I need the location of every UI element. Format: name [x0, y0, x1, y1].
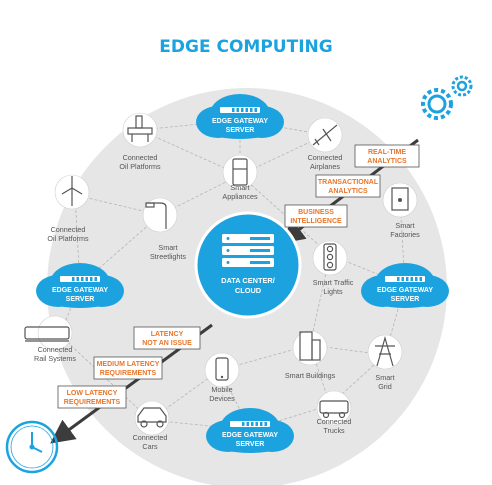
- gateway-label-line1: EDGE GATEWAY: [52, 287, 108, 294]
- device-buildings: Smart Buildings: [285, 330, 336, 380]
- data-center-node: DATA CENTER/ CLOUD: [194, 211, 302, 319]
- data-center-label-line2: CLOUD: [235, 286, 262, 295]
- device-label-line1: Smart: [375, 373, 394, 382]
- server-rack-icon: [222, 234, 274, 267]
- device-label-line1: Connected: [38, 345, 73, 354]
- gateway-label-line2: SERVER: [236, 441, 265, 448]
- label-real-time-analytics: REAL-TIME ANALYTICS: [354, 144, 420, 168]
- low-line2: REQUIREMENTS: [64, 399, 121, 406]
- low-line1: LOW LATENCY: [67, 390, 118, 397]
- building-icon: [292, 330, 328, 366]
- medium-line1: MEDIUM LATENCY: [97, 361, 160, 368]
- oil-platform-icon: [122, 112, 158, 148]
- train-icon: [24, 315, 73, 351]
- device-label-line1: Connected: [133, 433, 168, 442]
- power-tower-icon: [367, 334, 403, 370]
- gateway-server-icon: [230, 421, 270, 427]
- real-time-line1: REAL-TIME: [368, 149, 406, 156]
- device-label-line1: Connected: [308, 153, 343, 162]
- traffic-light-icon: [312, 240, 348, 276]
- gateway-right: EDGE GATEWAY SERVER: [361, 263, 449, 308]
- wind-turbine-icon: [54, 174, 90, 210]
- gateway-label-line1: EDGE GATEWAY: [222, 432, 278, 439]
- business-line2: INTELLIGENCE: [290, 218, 342, 225]
- page-title: EDGE COMPUTING: [159, 37, 332, 57]
- clock-icon: [5, 420, 59, 474]
- medium-line2: REQUIREMENTS: [100, 370, 157, 377]
- device-label-line2: Streetlights: [150, 252, 186, 261]
- gateway-label-line2: SERVER: [66, 296, 95, 303]
- streetlight-icon: [142, 197, 178, 233]
- device-label-line2: Devices: [209, 394, 235, 403]
- device-label-line2: Oil Platforms: [119, 162, 161, 171]
- airplane-icon: [307, 117, 343, 153]
- label-medium-latency: MEDIUM LATENCY REQUIREMENTS: [93, 356, 163, 380]
- refrigerator-icon: [222, 154, 258, 190]
- factory-icon: [382, 182, 418, 218]
- label-low-latency: LOW LATENCY REQUIREMENTS: [57, 385, 127, 409]
- real-time-line2: ANALYTICS: [367, 158, 407, 165]
- gateway-left: EDGE GATEWAY SERVER: [36, 263, 124, 308]
- device-label-line2: Oil Platforms: [47, 234, 89, 243]
- upper-scale-labels: REAL-TIME ANALYTICS TRANSACTIONAL ANALYT…: [284, 144, 420, 228]
- data-center-label-line1: DATA CENTER/: [221, 276, 275, 285]
- label-business-intelligence: BUSINESS INTELLIGENCE: [284, 204, 348, 228]
- car-icon: [134, 400, 170, 436]
- device-label-line2: Factories: [390, 230, 420, 239]
- device-label-line2: Lights: [323, 287, 343, 296]
- latency-line1: LATENCY: [151, 331, 184, 338]
- device-label-line1: Mobile: [211, 385, 232, 394]
- device-label-line2: Appliances: [222, 192, 258, 201]
- device-label-line1: Connected: [51, 225, 86, 234]
- transactional-line1: TRANSACTIONAL: [318, 179, 379, 186]
- lower-scale-labels: LATENCY NOT AN ISSUE MEDIUM LATENCY REQU…: [57, 326, 201, 409]
- smartphone-icon: [204, 352, 240, 388]
- label-transactional-analytics: TRANSACTIONAL ANALYTICS: [315, 174, 381, 198]
- label-latency-not-an-issue: LATENCY NOT AN ISSUE: [133, 326, 201, 350]
- device-label-line1: Smart Buildings: [285, 371, 336, 380]
- gateway-bottom: EDGE GATEWAY SERVER: [206, 408, 294, 453]
- device-label-line1: Smart: [230, 183, 249, 192]
- gateway-top: EDGE GATEWAY SERVER: [196, 94, 284, 139]
- gateway-label-line1: EDGE GATEWAY: [377, 287, 433, 294]
- gears-icon: [421, 75, 473, 120]
- bus-icon: [316, 390, 352, 426]
- business-line1: BUSINESS: [298, 209, 334, 216]
- device-label-line1: Connected: [123, 153, 158, 162]
- device-label-line2: Rail Systems: [34, 354, 76, 363]
- device-label-line1: Connected: [317, 417, 352, 426]
- device-label-line2: Grid: [378, 382, 392, 391]
- device-label-line2: Cars: [142, 442, 158, 451]
- gateway-server-icon: [220, 107, 260, 113]
- latency-line2: NOT AN ISSUE: [142, 340, 192, 347]
- device-label-line2: Trucks: [323, 426, 345, 435]
- gateway-label-line2: SERVER: [226, 127, 255, 134]
- gateway-label-line1: EDGE GATEWAY: [212, 118, 268, 125]
- gateway-label-line2: SERVER: [391, 296, 420, 303]
- transactional-line2: ANALYTICS: [328, 188, 368, 195]
- device-label-line2: Airplanes: [310, 162, 340, 171]
- device-label-line1: Smart: [158, 243, 177, 252]
- device-label-line1: Smart Traffic: [313, 278, 354, 287]
- device-label-line1: Smart: [395, 221, 414, 230]
- gateway-server-icon: [385, 276, 425, 282]
- gateway-server-icon: [60, 276, 100, 282]
